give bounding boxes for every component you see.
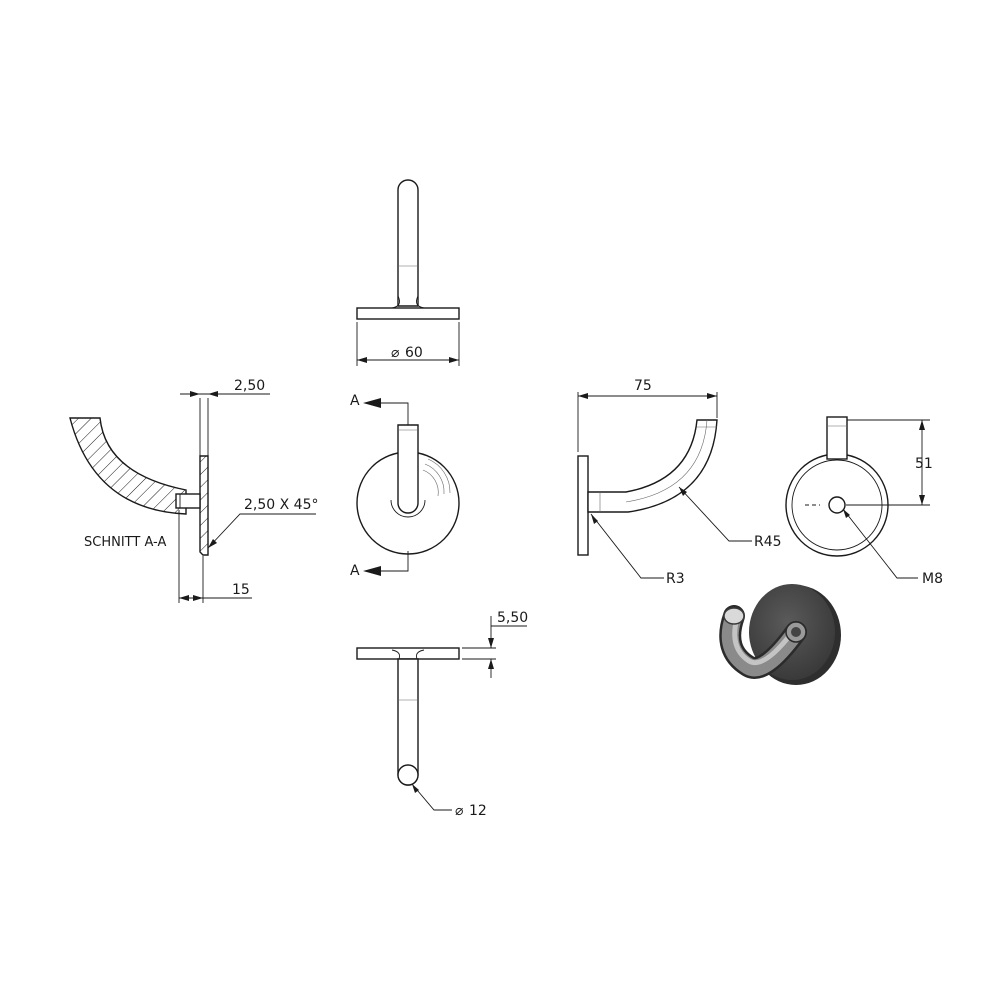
- dim-bend-radius: R45: [754, 534, 782, 550]
- top-view: ⌀ 60: [356, 179, 460, 366]
- section-title: SCHNITT A-A: [84, 535, 166, 550]
- dim-rod-diameter: 12: [469, 803, 487, 819]
- dim-rod-diameter-symbol: ⌀: [455, 803, 464, 819]
- front-view: A A: [350, 393, 460, 579]
- bottom-view: 5,50 ⌀ 12: [356, 610, 528, 819]
- dim-height: 51: [915, 456, 933, 472]
- rear-view: 51 M8: [785, 416, 943, 587]
- dim-section-depth: 15: [232, 582, 250, 598]
- dim-diameter-symbol: ⌀: [391, 345, 400, 361]
- dim-flange-thickness: 5,50: [497, 610, 528, 626]
- dim-projection: 75: [634, 378, 652, 394]
- section-mark-top: A: [350, 393, 360, 409]
- side-view: 75 R3 R45: [577, 378, 782, 587]
- section-mark-bottom: A: [350, 563, 360, 579]
- dim-plate-thickness: 2,50: [234, 378, 265, 394]
- dim-chamfer: 2,50 X 45°: [244, 497, 318, 513]
- dim-base-diameter: 60: [405, 345, 423, 361]
- dim-thread: M8: [922, 571, 943, 587]
- dim-fillet-radius: R3: [666, 571, 685, 587]
- isometric-render: [719, 584, 841, 685]
- section-view: 2,50 2,50 X 45° 15 SCHNITT A-A: [69, 378, 318, 603]
